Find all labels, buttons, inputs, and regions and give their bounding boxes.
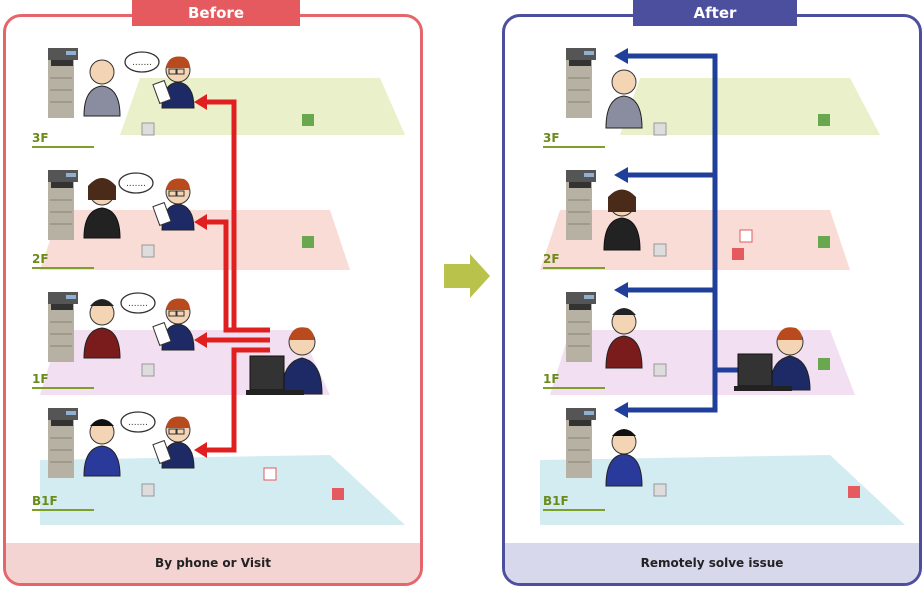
escalator-icon [302, 236, 314, 248]
restroom-icon [739, 229, 753, 243]
elevator-icon [653, 363, 667, 377]
copier-icon [565, 291, 597, 363]
elevator-icon [141, 244, 155, 258]
floor-label-2f: 2F [543, 252, 605, 269]
blue-arrow-paths [628, 53, 740, 413]
transition-arrow-icon [444, 254, 490, 298]
escalator-icon [302, 114, 314, 126]
copier-icon [47, 169, 79, 241]
floor-label-3f: 3F [543, 131, 605, 148]
restroom-icon [263, 467, 277, 481]
copier-icon [565, 407, 597, 479]
copier-icon [565, 169, 597, 241]
speech-bubble-icon [124, 51, 160, 73]
person-icon [83, 299, 121, 359]
escalator-icon [818, 358, 830, 370]
person-icon [605, 69, 643, 129]
escalator-icon [818, 236, 830, 248]
floor-label-3f: 3F [32, 131, 94, 148]
floor-label-b1f: B1F [32, 494, 94, 511]
aed-icon [332, 488, 344, 500]
person-icon [83, 419, 121, 477]
copier-icon [565, 47, 597, 119]
person-icon [605, 429, 643, 487]
laptop-icon [737, 353, 773, 387]
arrowhead-icon [614, 48, 628, 418]
laptop-icon [249, 355, 285, 391]
after-title: After [633, 0, 797, 26]
person-icon [83, 59, 121, 117]
red-arrow-paths [205, 99, 270, 453]
copier-icon [47, 407, 79, 479]
speech-bubble-icon [120, 411, 156, 433]
laptop-technician-icon [734, 327, 811, 391]
floor-label-1f: 1F [32, 372, 94, 389]
laptop-technician-icon [246, 327, 323, 395]
floor-label-b1f: B1F [543, 494, 605, 511]
floor-label-2f: 2F [32, 252, 94, 269]
escalator-icon [818, 114, 830, 126]
aed-icon [732, 248, 744, 260]
elevator-icon [653, 122, 667, 136]
before-title: Before [132, 0, 300, 26]
technician-icon [152, 297, 195, 351]
arrowhead-icon [194, 94, 207, 458]
elevator-icon [653, 483, 667, 497]
person-icon [605, 308, 643, 369]
copier-icon [47, 47, 79, 119]
elevator-icon [141, 483, 155, 497]
person-icon [83, 178, 121, 239]
aed-icon [848, 486, 860, 498]
elevator-icon [141, 363, 155, 377]
speech-bubble-icon [118, 172, 154, 194]
technician-icon [152, 177, 195, 231]
before-footer: By phone or Visit [6, 543, 420, 583]
technician-icon [152, 415, 195, 469]
after-footer: Remotely solve issue [505, 543, 919, 583]
speech-bubble-icon [120, 292, 156, 314]
elevator-icon [141, 122, 155, 136]
floor-label-1f: 1F [543, 372, 605, 389]
copier-icon [47, 291, 79, 363]
person-icon [603, 189, 641, 251]
elevator-icon [653, 243, 667, 257]
